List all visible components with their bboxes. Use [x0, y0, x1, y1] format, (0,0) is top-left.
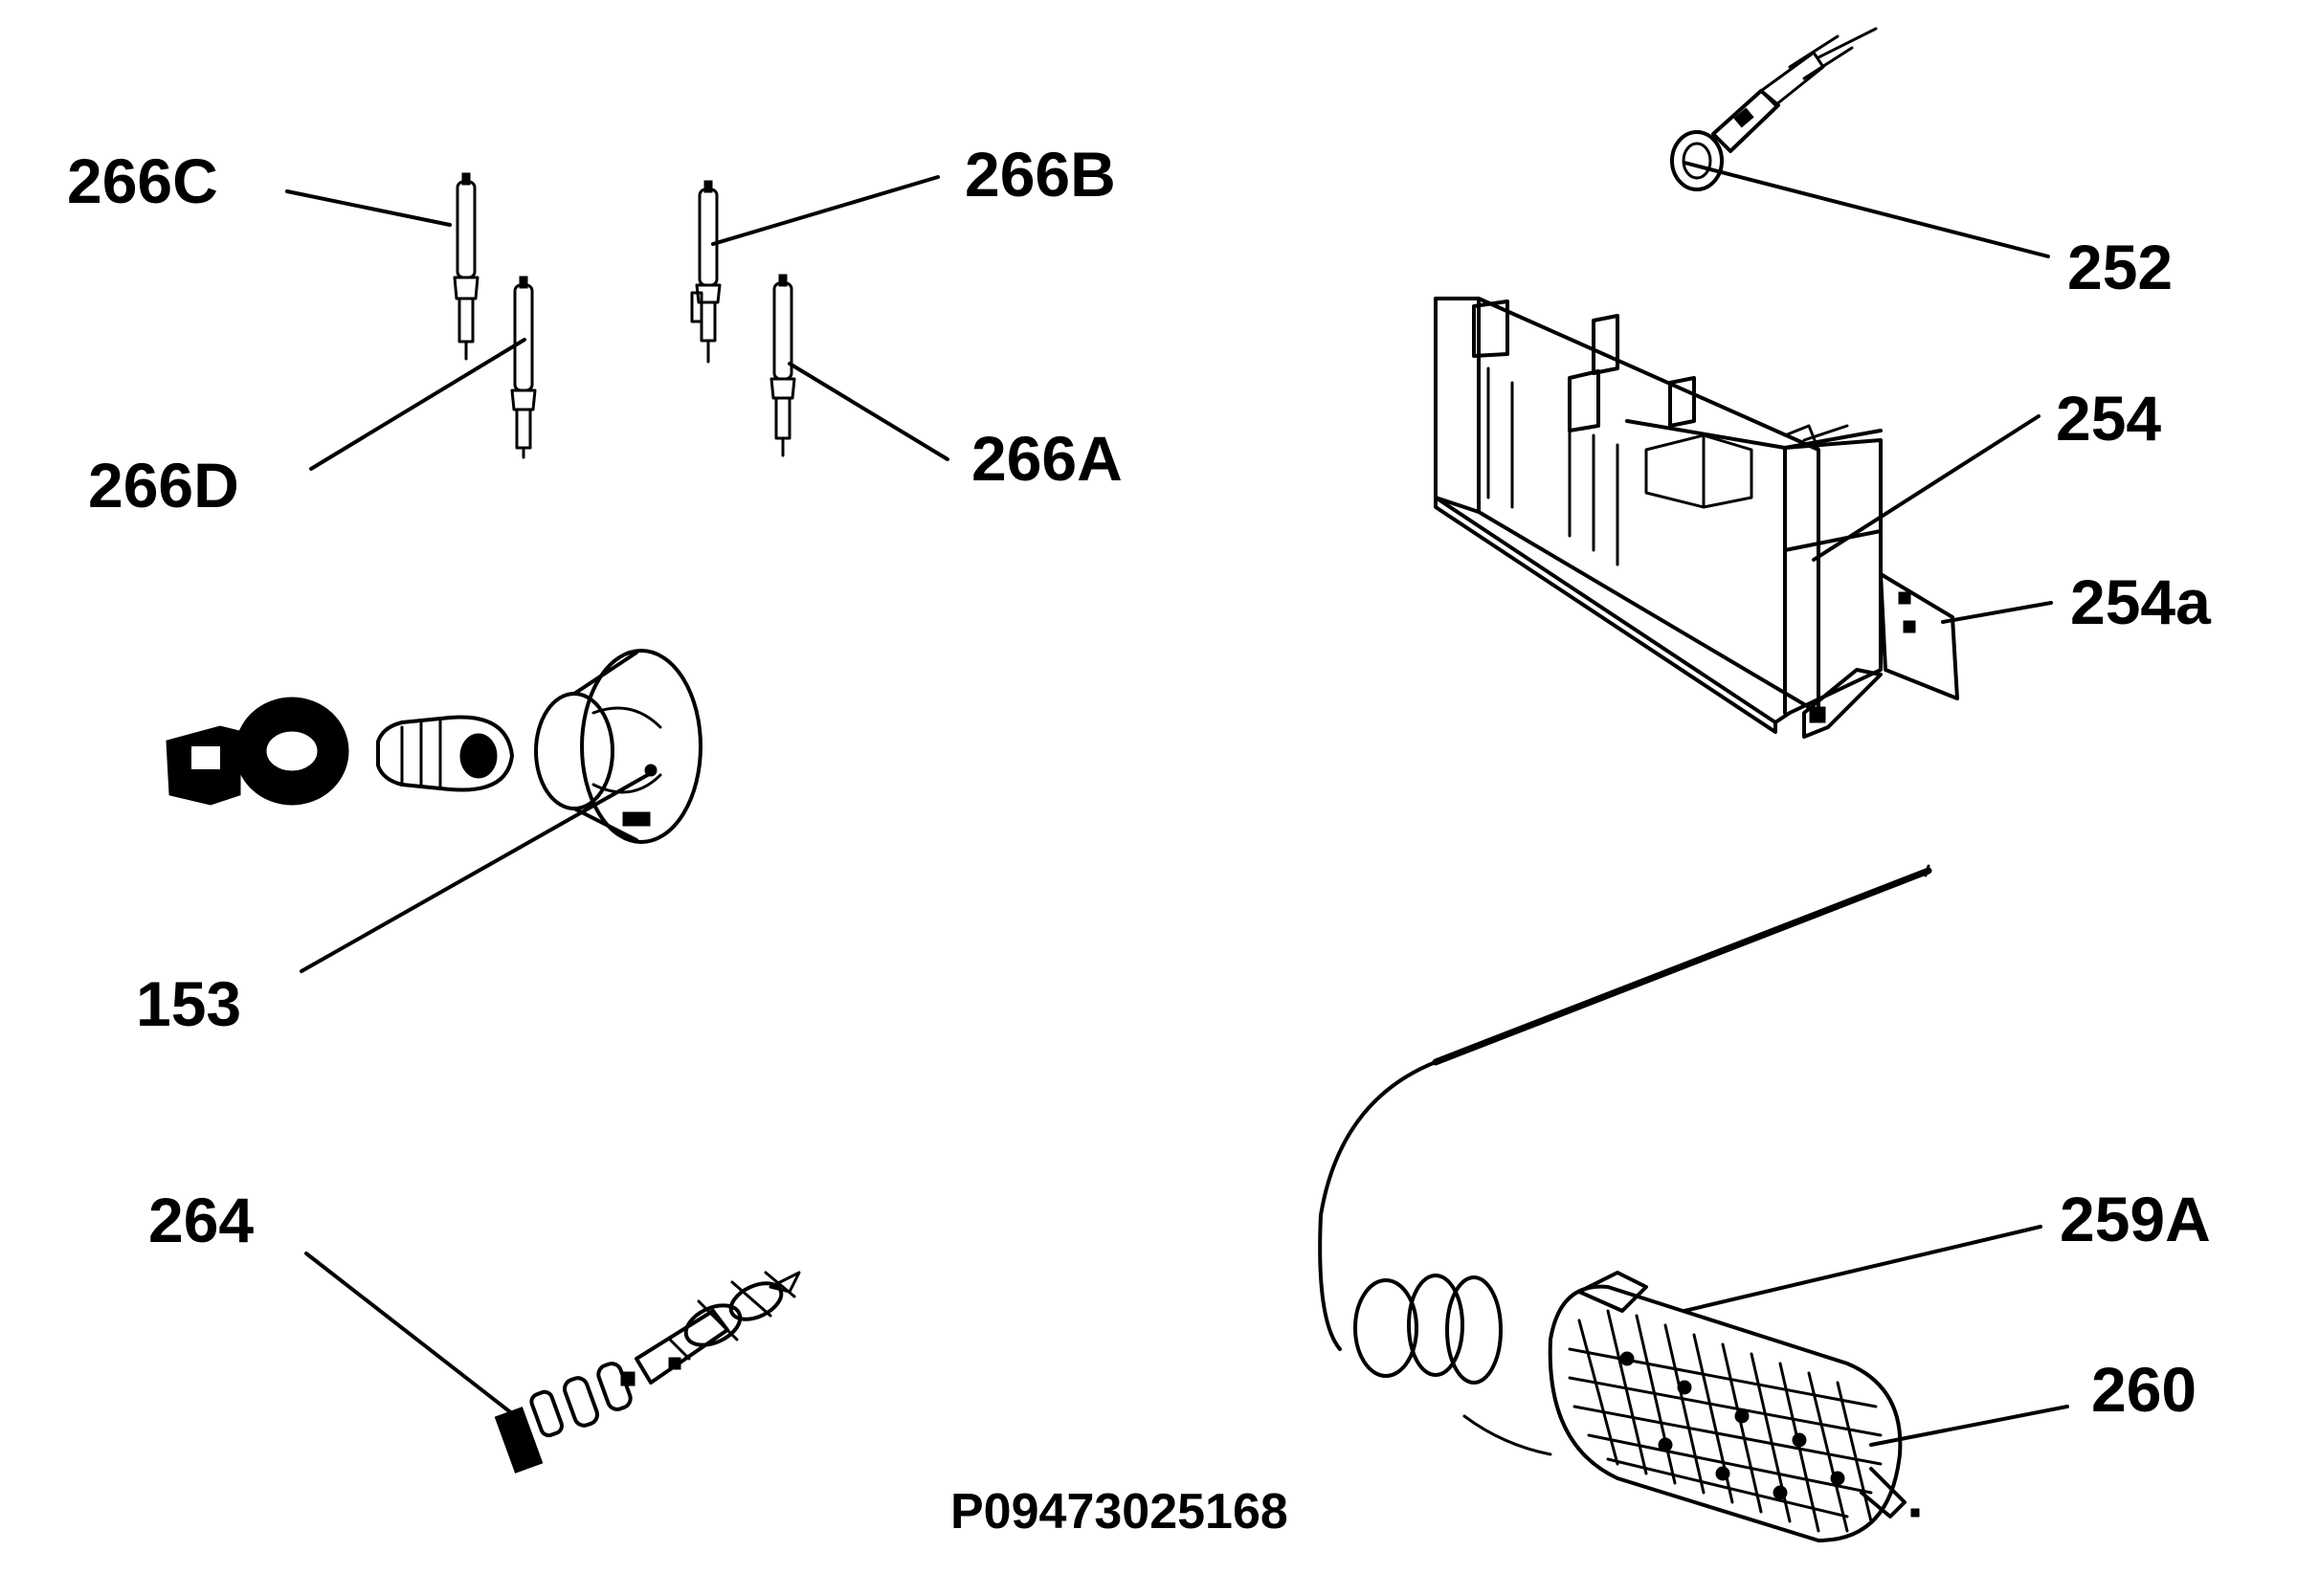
electrode-266b — [690, 180, 722, 364]
label-266c: 266C — [67, 145, 218, 216]
label-153: 153 — [136, 968, 241, 1039]
leader-266b — [711, 175, 940, 246]
label-259a: 259A — [2060, 1184, 2211, 1254]
leader-264 — [304, 1252, 524, 1423]
leader-252 — [1683, 161, 2050, 258]
fitting-hatching — [1568, 1271, 1883, 1533]
label-254a: 254a — [2070, 566, 2212, 637]
label-264: 264 — [148, 1185, 254, 1255]
label-252: 252 — [2067, 232, 2173, 302]
electrode-266d — [510, 276, 537, 459]
electrode-266a — [769, 274, 796, 457]
part-259a-260-hose-fitting — [1318, 864, 1932, 1542]
part-153-lamp-assembly — [166, 649, 702, 844]
leader-254a — [1941, 601, 2053, 624]
leader-lines — [285, 161, 2069, 1447]
diagram-code: P09473025168 — [950, 1484, 1288, 1540]
part-264-sensor — [494, 1271, 801, 1474]
label-266b: 266B — [965, 139, 1116, 210]
part-252-connector — [1670, 27, 1878, 191]
leader-153 — [300, 771, 653, 973]
label-266a: 266A — [971, 423, 1123, 494]
label-260: 260 — [2091, 1354, 2197, 1425]
leader-266c — [285, 189, 452, 227]
leader-266a — [788, 362, 949, 461]
leader-259a — [1683, 1225, 2042, 1313]
electrode-266c — [453, 172, 479, 361]
leader-260 — [1869, 1405, 2069, 1447]
leader-266d — [309, 338, 526, 471]
part-254-ignition-unit — [1434, 297, 1959, 739]
label-254: 254 — [2056, 383, 2161, 454]
label-266d: 266D — [88, 450, 239, 521]
